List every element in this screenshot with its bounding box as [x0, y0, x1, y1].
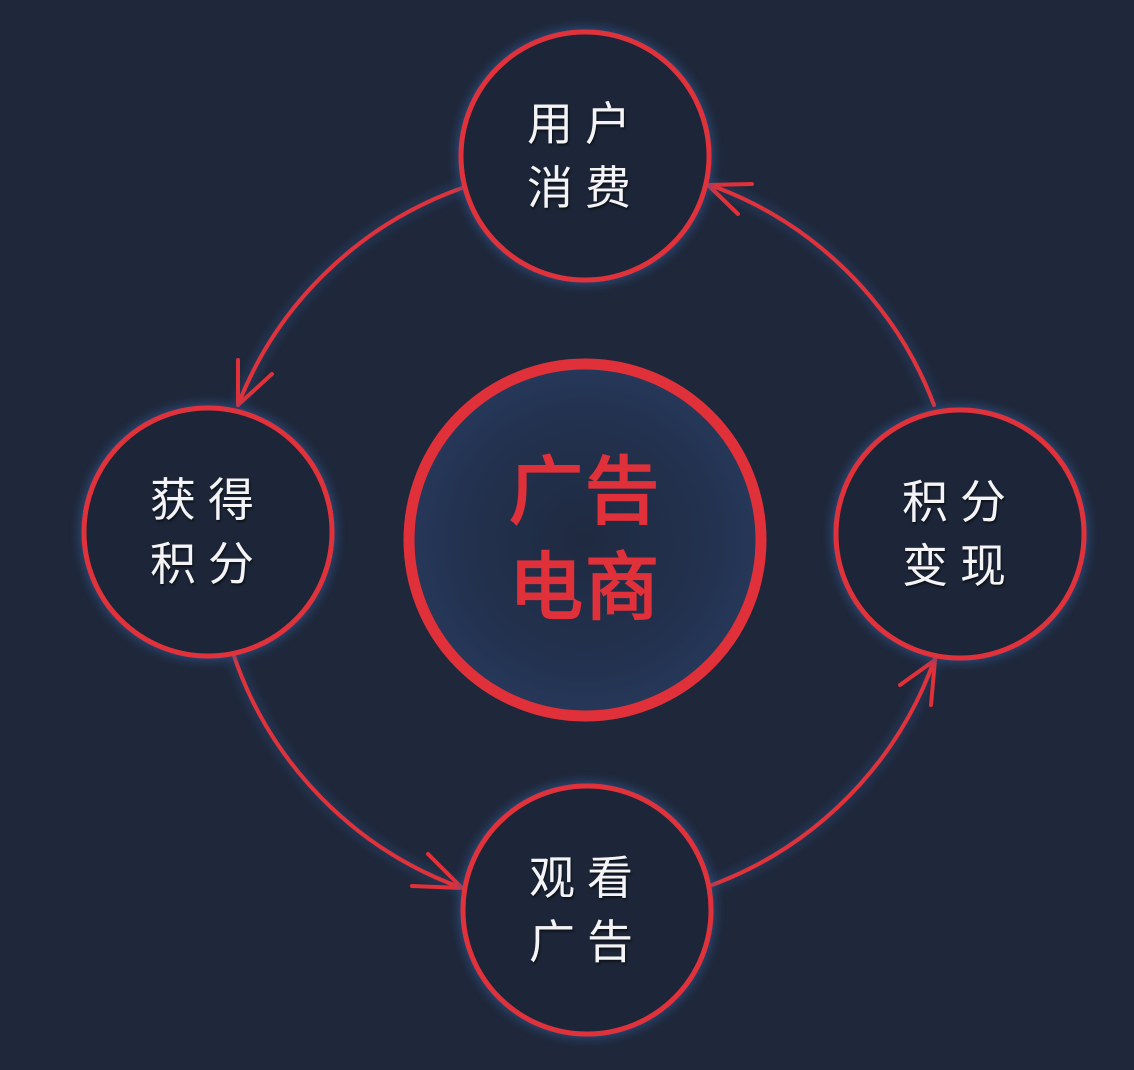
node-top-line2: 消费 — [527, 161, 643, 215]
arrow-into-top-icon — [706, 182, 754, 216]
arc-left-to-bottom — [232, 654, 464, 890]
node-top-user-consumption: 用户 消费 — [461, 32, 709, 280]
node-right-line1: 积分 — [902, 475, 1018, 529]
node-bottom-watch-ads: 观看 广告 — [463, 786, 711, 1034]
arrow-into-right-icon — [898, 658, 937, 707]
node-circle-right — [833, 407, 1087, 661]
node-left-line2: 积分 — [150, 537, 266, 591]
center-label-line2: 电商 — [509, 545, 661, 631]
node-right-line2: 变现 — [902, 539, 1018, 593]
arrow-into-bottom-icon — [410, 852, 464, 890]
center-label: 广告 电商 — [409, 364, 761, 716]
node-circle-left — [81, 405, 335, 659]
arc-top-to-left — [236, 186, 464, 407]
node-bottom-line2: 广告 — [529, 915, 645, 969]
node-left-line1: 获得 — [150, 473, 266, 527]
node-circle-bottom — [460, 783, 714, 1037]
node-top-line1: 用户 — [527, 97, 643, 151]
arrowheads — [236, 182, 937, 890]
center-label-line1: 广告 — [509, 449, 661, 535]
arrow-into-left-icon — [236, 358, 274, 407]
arc-right-to-top — [708, 183, 936, 407]
node-circles — [81, 29, 1087, 1037]
arc-bottom-to-right — [710, 656, 937, 887]
node-left-earn-points: 获得 积分 — [84, 408, 332, 656]
flow-arcs — [232, 183, 937, 890]
node-right-redeem-points: 积分 变现 — [836, 410, 1084, 658]
node-bottom-line1: 观看 — [529, 851, 645, 905]
node-circle-top — [458, 29, 712, 283]
center-circle — [403, 358, 767, 722]
